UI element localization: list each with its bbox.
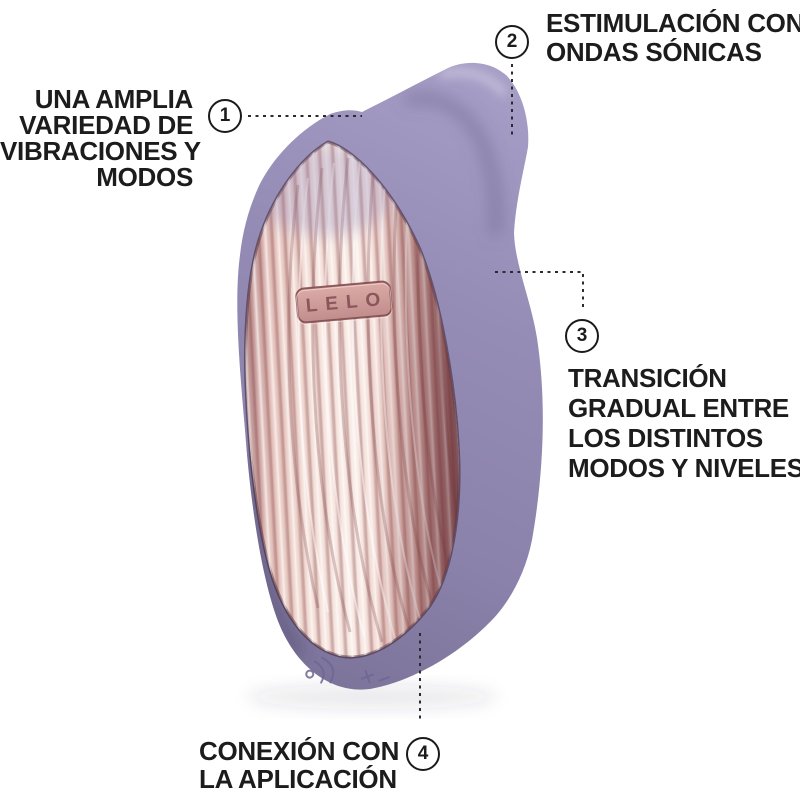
callout-2-line-1: ESTIMULACIÓN CON [546,8,800,38]
callout-1-badge: 1 [208,99,242,133]
callout-2-label: ESTIMULACIÓN CON ONDAS SÓNICAS [546,9,800,67]
callout-2-badge: 2 [495,25,529,59]
ground-shadow [247,685,497,709]
callout-3-badge: 3 [565,319,599,353]
callout-4-line-2: LA APLICACIÓN [199,764,397,794]
plus-minus-icon [360,669,391,684]
callout-4-badge: 4 [406,737,440,771]
sonic-wave-icon [305,656,335,684]
callout-2-line-2: ONDAS SÓNICAS [546,37,762,67]
callout-4-line-1: CONEXIÓN CON [199,736,400,766]
callout-3-line-1: TRANSICIÓN [568,363,727,393]
callout-1-line-3: VIBRACIONES Y [0,136,201,166]
callout-1-label: UNA AMPLIA VARIEDAD DE VIBRACIONES Y MOD… [0,84,201,192]
callout-3-line-2: GRADUAL ENTRE [568,393,789,423]
callout-1-line-2: VARIEDAD DE [19,110,193,140]
callout-3-line-3: LOS DISTINTOS [568,423,763,453]
callout-1-line-4: MODOS [96,162,193,192]
callout-3-line-4: MODOS Y NIVELES [568,453,800,483]
callout-3-label: TRANSICIÓN GRADUAL ENTRE LOS DISTINTOS M… [568,363,800,483]
callout-4-label: CONEXIÓN CON LA APLICACIÓN [199,737,399,793]
lelo-logo-plate: LELO [295,280,393,325]
callout-1-line-1: UNA AMPLIA [34,84,194,114]
